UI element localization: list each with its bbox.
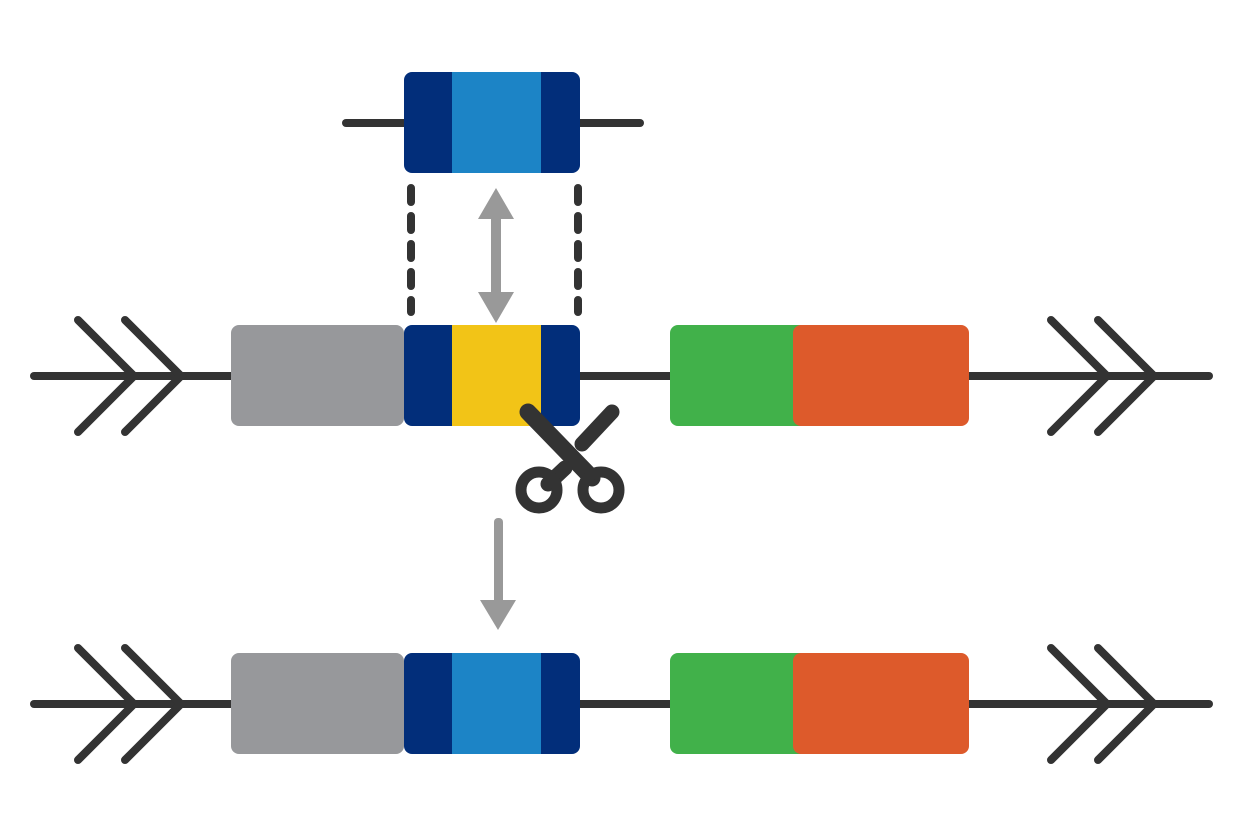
target-strand: [30, 316, 1213, 436]
orange-block: [793, 325, 969, 426]
double-chevron-icon: [1047, 644, 1160, 764]
gray-block: [231, 653, 404, 754]
donor-construct: [342, 72, 644, 173]
double-arrow-icon: [478, 188, 514, 323]
result-insert-block: [452, 653, 541, 754]
down-arrow-icon: [480, 518, 516, 630]
double-chevron-icon: [1047, 316, 1160, 436]
scissors-icon: [515, 403, 625, 514]
orange-block: [793, 653, 969, 754]
double-chevron-icon: [74, 644, 187, 764]
result-strand: [30, 644, 1213, 764]
gray-block: [231, 325, 404, 426]
double-chevron-icon: [74, 316, 187, 436]
donor-insert-block: [452, 72, 541, 173]
